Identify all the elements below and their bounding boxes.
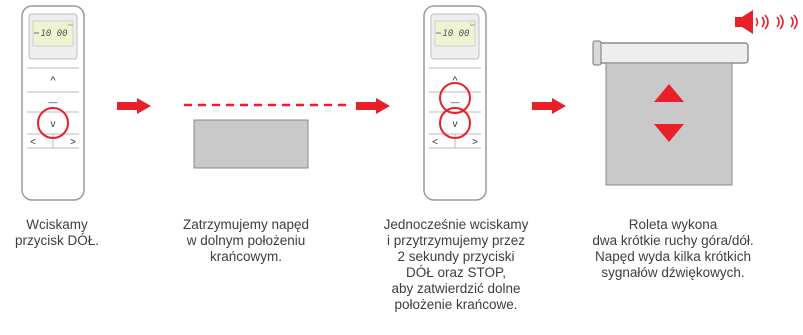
svg-text:6m: 6m <box>470 23 475 27</box>
stop-button[interactable]: — <box>451 97 460 107</box>
stop-button[interactable]: — <box>49 97 58 107</box>
roller-blind-illustration <box>592 40 749 186</box>
roller-tube <box>595 42 749 64</box>
lcd-time: 10 00 <box>442 29 469 39</box>
down-triangle-icon <box>654 124 684 142</box>
lower-limit-illustration <box>184 103 348 169</box>
remote-step-1: 10 00 6m ^ — v < > <box>21 5 85 201</box>
up-button[interactable]: ^ <box>50 75 56 87</box>
right-arrow-icon <box>356 98 390 114</box>
stop-highlight-circle <box>439 82 471 114</box>
up-triangle-icon <box>654 84 684 102</box>
right-arrow-icon <box>117 98 151 114</box>
remote-step-3: 10 00 6m ^ — v < > <box>423 5 487 201</box>
step-2-caption: Zatrzymujemy napęd w dolnym położeniu kr… <box>182 217 310 264</box>
lcd-time: 10 00 <box>40 29 67 39</box>
down-button[interactable]: v <box>453 119 458 130</box>
right-button[interactable]: > <box>472 137 478 148</box>
step-1-caption: Wciskamy przycisk DÓŁ. <box>14 217 99 248</box>
svg-text:6m: 6m <box>68 23 73 27</box>
down-highlight-circle <box>37 107 69 139</box>
step-4-caption: Roleta wykona dwa krótkie ruchy góra/dół… <box>592 217 754 280</box>
up-button[interactable]: ^ <box>452 75 458 87</box>
speaker-icon <box>735 10 759 34</box>
roller-shade-box <box>193 119 309 169</box>
down-highlight-circle <box>439 107 471 139</box>
left-button[interactable]: < <box>30 137 36 148</box>
right-button[interactable]: > <box>70 137 76 148</box>
down-button[interactable]: v <box>51 119 56 130</box>
sound-waves-icon <box>761 14 798 30</box>
left-button[interactable]: < <box>432 137 438 148</box>
step-3-caption: Jednocześnie wciskamy i przytrzymujemy p… <box>383 217 529 312</box>
right-arrow-icon <box>532 98 566 114</box>
